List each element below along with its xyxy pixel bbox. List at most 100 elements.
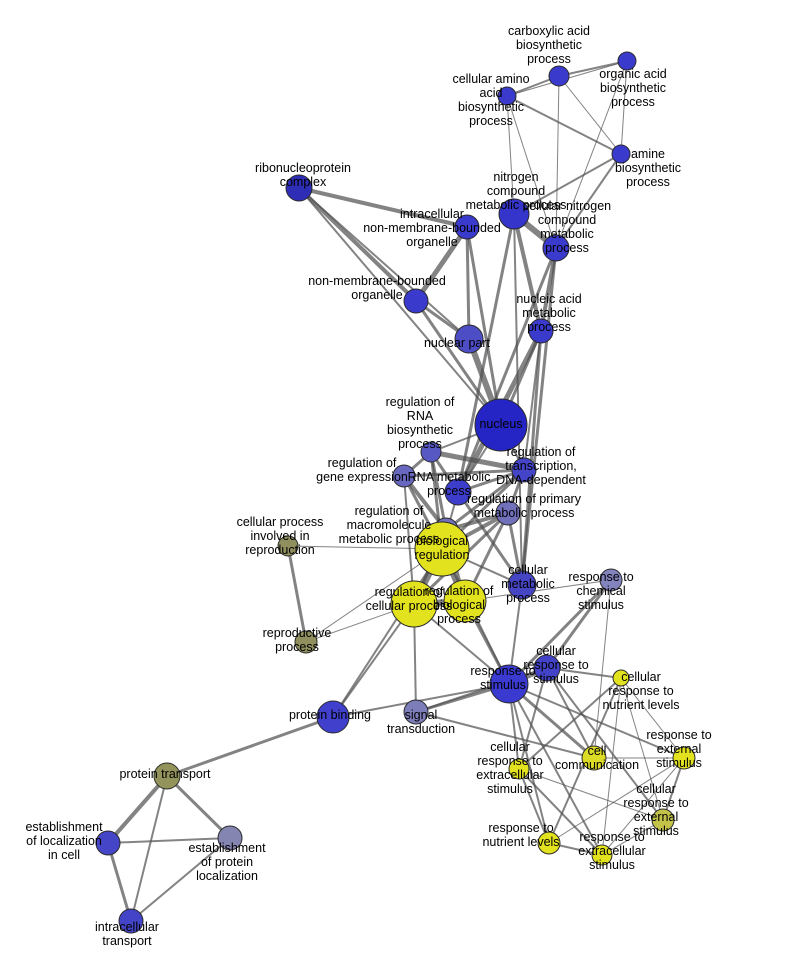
graph-node-non-membrane-bounded-organelle[interactable] [403,288,429,314]
graph-node-ribonucleoprotein-complex[interactable] [285,174,313,202]
graph-edge-cellular-response-to-stimulus--response-to-chemical-stimulus [545,578,613,670]
graph-node-response-to-stimulus[interactable] [489,664,529,704]
graph-node-signal-transduction[interactable] [403,699,429,725]
graph-edge-nitrogen-compound-metabolic-process--nucleic-acid-metabolic-process [512,212,543,333]
graph-edge-cellular-nitrogen-compound-metabolic-process--rna-metabolic-process [456,246,558,494]
graph-node-cellular-response-to-nutrient-levels[interactable] [612,669,630,687]
graph-edge-nitrogen-compound-metabolic-process--rna-metabolic-process [456,212,516,494]
node-layer [95,51,696,934]
graph-node-establishment-of-localization-in-cell[interactable] [95,830,121,856]
graph-node-cellular-response-to-external-stimulus[interactable] [651,808,675,832]
edge-layer [106,60,685,923]
graph-node-cellular-nitrogen-compound-metabolic-process[interactable] [542,234,570,262]
graph-edge-ribonucleoprotein-complex--nuclear-part [298,187,470,340]
graph-edge-response-to-stimulus--response-to-nutrient-levels [508,683,550,844]
graph-edge-ribonucleoprotein-complex--non-membrane-bounded-organelle [297,186,418,303]
graph-node-nuclear-part[interactable] [454,324,484,354]
graph-node-cellular-process-involved-in-reproduction[interactable] [277,535,299,557]
graph-edge-establishment-of-localization-in-cell--establishment-of-protein-localization [107,837,231,844]
graph-node-protein-binding[interactable] [316,700,350,734]
graph-edge-cellular-response-to-extracellular-stimulus--cellular-response-to-external-stimulus [518,768,664,821]
graph-node-organic-acid-biosynthetic-process[interactable] [617,51,637,71]
graph-edge-cellular-response-to-stimulus--cellular-response-to-external-stimulus [546,667,664,821]
graph-edge-protein-transport--intracellular-transport [130,775,168,922]
graph-edge-protein-binding--protein-transport [165,715,335,778]
graph-node-regulation-of-transcription-dna-dependent[interactable] [511,457,537,483]
graph-node-protein-transport[interactable] [153,762,181,790]
graph-node-regulation-of-rna-biosynthetic-process[interactable] [420,441,442,463]
graph-edge-cellular-response-to-extracellular-stimulus--response-to-nutrient-levels [518,768,550,844]
graph-edge-organic-acid-biosynthetic-process--amine-biosynthetic-process [620,60,628,155]
graph-node-cellular-amino-acid-biosynthetic-process[interactable] [497,86,517,106]
graph-edge-response-to-chemical-stimulus--cell-communication [593,579,612,759]
graph-node-carboxylic-acid-biosynthetic-process[interactable] [548,65,570,87]
graph-edge-cell-communication--signal-transduction [415,711,595,759]
graph-edge-regulation-of-rna-biosynthetic-process--regulation-of-transcription-dna-dependent [428,449,527,473]
graph-edge-establishment-of-localization-in-cell--intracellular-transport [106,841,133,923]
graph-edge-cellular-response-to-nutrient-levels--response-to-extracellular-stimulus [601,677,622,856]
graph-edge-cellular-response-to-extracellular-stimulus--response-to-extracellular-stimulus [518,768,603,856]
graph-edge-response-to-stimulus--response-to-extracellular-stimulus [508,683,603,856]
graph-node-regulation-of-biological-process[interactable] [443,579,487,623]
graph-edge-cellular-response-to-stimulus--cell-communication [546,667,595,759]
graph-edge-carboxylic-acid-biosynthetic-process--cellular-nitrogen-compound-metabolic-process [555,75,560,249]
graph-node-response-to-extracellular-stimulus[interactable] [591,844,613,866]
graph-node-nucleus[interactable] [474,398,528,452]
graph-node-cellular-metabolic-process[interactable] [507,570,537,600]
graph-edge-protein-transport--establishment-of-localization-in-cell [106,774,169,845]
graph-edge-cellular-process-involved-in-reproduction--reproductive-process [286,544,308,644]
graph-edge-regulation-of-transcription-dna-dependent--regulation-of-macromolecule-metabolic-process [444,468,526,532]
graph-node-regulation-of-primary-metabolic-process[interactable] [495,500,521,526]
graph-edge-response-to-external-stimulus--response-to-extracellular-stimulus [601,757,685,856]
graph-edge-cellular-response-to-nutrient-levels--cellular-response-to-external-stimulus [620,677,664,821]
graph-edge-cellular-response-to-stimulus--cellular-response-to-extracellular-stimulus [518,667,548,770]
graph-node-regulation-of-gene-expression[interactable] [392,464,416,488]
graph-edge-protein-binding--biological-regulation [332,548,443,718]
graph-edge-response-to-external-stimulus--response-to-nutrient-levels [548,757,685,844]
graph-node-cell-communication[interactable] [581,745,607,771]
graph-edge-ribonucleoprotein-complex--nucleus [298,187,502,426]
graph-edge-carboxylic-acid-biosynthetic-process--amine-biosynthetic-process [558,75,622,155]
graph-edge-intracellular-non-membrane-bounded-organelle--nuclear-part [465,225,471,341]
graph-edge-establishment-of-protein-localization--intracellular-transport [130,837,231,922]
graph-node-nitrogen-compound-metabolic-process[interactable] [498,198,530,230]
graph-node-response-to-chemical-stimulus[interactable] [599,568,623,592]
graph-edge-amine-biosynthetic-process--nitrogen-compound-metabolic-process [513,153,622,215]
graph-node-cellular-response-to-stimulus[interactable] [533,654,561,682]
graph-edge-cellular-response-to-nutrient-levels--cellular-response-to-extracellular-stimulus [518,677,622,770]
graph-node-establishment-of-protein-localization[interactable] [217,825,243,851]
graph-edge-organic-acid-biosynthetic-process--cellular-nitrogen-compound-metabolic-process [555,60,628,249]
graph-edge-response-to-stimulus--response-to-chemical-stimulus [507,578,613,686]
graph-node-response-to-external-stimulus[interactable] [672,746,696,770]
graph-node-cellular-response-to-extracellular-stimulus[interactable] [508,758,530,780]
graph-node-nucleic-acid-metabolic-process[interactable] [528,318,554,344]
graph-node-rna-metabolic-process[interactable] [444,478,472,506]
graph-node-amine-biosynthetic-process[interactable] [611,144,631,164]
graph-edge-regulation-of-rna-biosynthetic-process--regulation-of-macromolecule-metabolic-process [429,450,448,532]
graph-edge-protein-binding--response-to-stimulus [332,683,510,718]
graph-edge-cellular-amino-acid-biosynthetic-process--amine-biosynthetic-process [506,95,622,155]
graph-edge-intracellular-non-membrane-bounded-organelle--nucleus [465,225,503,427]
graph-node-regulation-of-cellular-process[interactable] [390,580,438,628]
graph-edge-protein-transport--establishment-of-protein-localization [165,774,232,840]
graph-edge-nucleic-acid-metabolic-process--cellular-metabolic-process [520,329,543,587]
graph-edge-nitrogen-compound-metabolic-process--cellular-metabolic-process [513,213,523,586]
graph-edge-response-to-chemical-stimulus--regulation-of-biological-process [464,579,612,602]
graph-edge-response-to-extracellular-stimulus--cellular-response-to-external-stimulus [601,819,664,856]
graph-node-intracellular-transport[interactable] [118,908,144,934]
graph-edge-amine-biosynthetic-process--cellular-nitrogen-compound-metabolic-process [555,153,622,249]
graph-node-response-to-nutrient-levels[interactable] [537,831,561,855]
graph-node-biological-regulation[interactable] [414,521,470,577]
graph-node-intracellular-non-membrane-bounded-organelle[interactable] [454,214,480,240]
graph-node-reproductive-process[interactable] [294,630,318,654]
graph-edge-ribonucleoprotein-complex--intracellular-non-membrane-bounded-organelle [297,186,469,229]
